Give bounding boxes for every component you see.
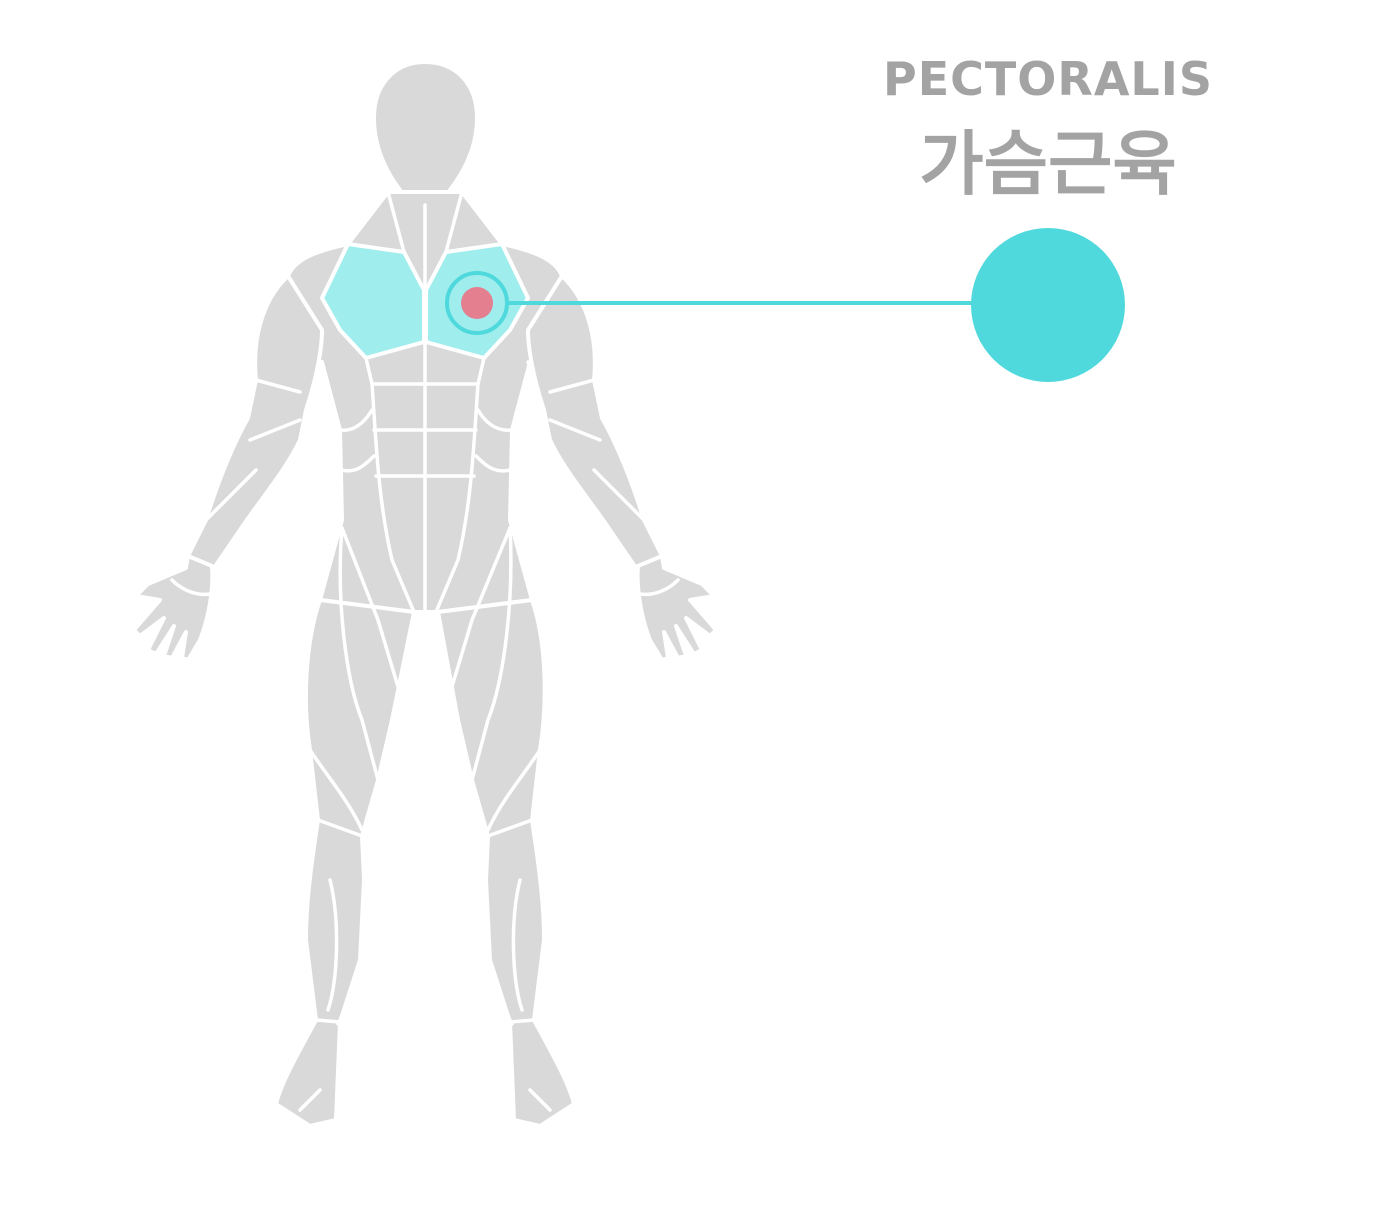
muscle-name-korean: 가슴근육 bbox=[919, 123, 1177, 205]
left-arm bbox=[186, 274, 324, 570]
muscle-lines bbox=[170, 190, 680, 1112]
callout-circle bbox=[971, 228, 1125, 382]
head bbox=[372, 60, 479, 212]
right-hand bbox=[635, 554, 718, 662]
right-arm bbox=[526, 274, 664, 570]
muscle-name-english: PECTORALIS bbox=[883, 52, 1213, 106]
left-leg bbox=[274, 598, 416, 1128]
target-marker bbox=[445, 271, 509, 335]
left-pectoral bbox=[320, 242, 426, 360]
right-leg bbox=[436, 598, 576, 1128]
left-hand bbox=[132, 554, 215, 662]
